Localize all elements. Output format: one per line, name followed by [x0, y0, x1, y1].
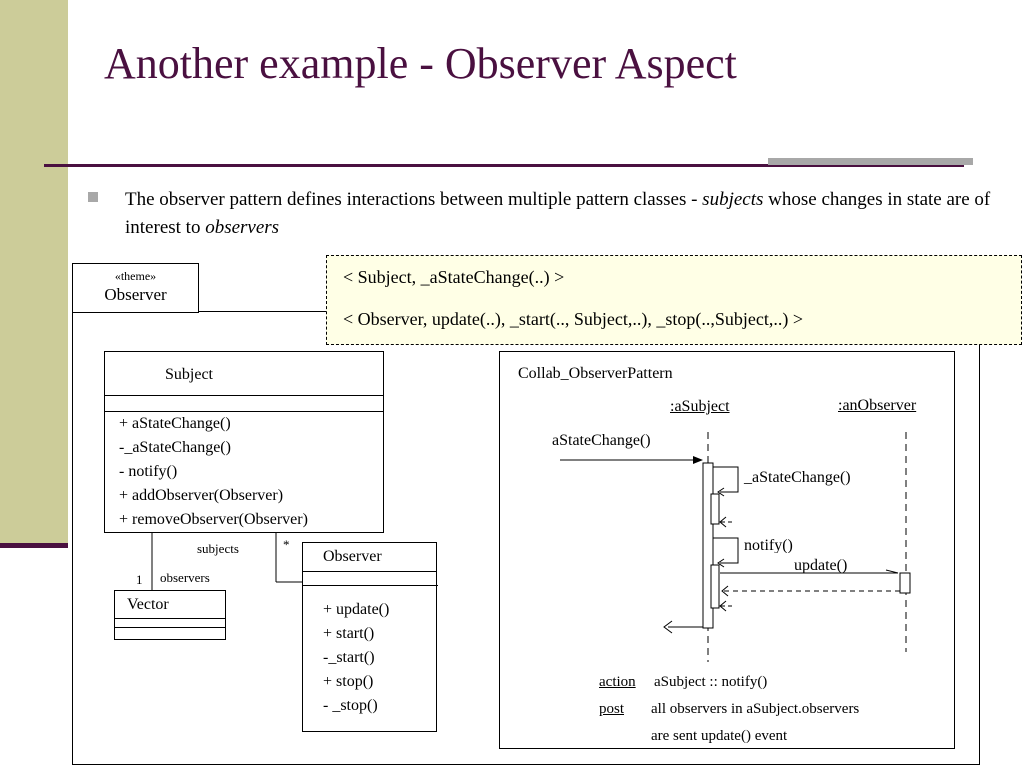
- observer-op: + update(): [323, 601, 390, 618]
- observer-op: - _stop(): [323, 697, 378, 714]
- post-label: post: [599, 701, 625, 717]
- action-label: action: [599, 674, 636, 690]
- subject-op: - notify(): [119, 463, 178, 480]
- observer-op: + start(): [323, 625, 375, 642]
- lifeline-anobserver: :anObserver: [838, 397, 917, 414]
- slide-sidebar: [0, 0, 68, 545]
- sidebar-divider: [0, 543, 68, 548]
- post-text-2: are sent update() event: [651, 728, 788, 744]
- assoc-multiplicity-star: *: [283, 537, 290, 552]
- assoc-subjects-label: subjects: [197, 541, 239, 556]
- binding-template-box: < Subject, _aStateChange(..) > < Observe…: [326, 255, 1022, 345]
- subject-divider-1: [105, 395, 383, 396]
- assoc-observers-label: observers: [160, 570, 210, 585]
- observer-operations: + update() + start() -_start() + stop() …: [323, 598, 389, 718]
- bullet-prefix: The observer pattern defines interaction…: [125, 189, 703, 210]
- subject-op: + removeObserver(Observer): [119, 511, 308, 528]
- observer-op: -_start(): [323, 649, 375, 666]
- binding-observer: < Observer, update(..), _start(.., Subje…: [343, 309, 803, 329]
- binding-subject: < Subject, _aStateChange(..) >: [343, 267, 565, 287]
- msg-update: update(): [794, 557, 848, 574]
- theme-name: Observer: [104, 285, 167, 304]
- bullet-text: The observer pattern defines interaction…: [125, 186, 995, 242]
- bullet-square-icon: [88, 192, 98, 202]
- bullet-em-observers: observers: [205, 217, 280, 238]
- msg-astatechange: aStateChange(): [552, 432, 651, 449]
- collab-observer-pattern-box: [499, 351, 955, 749]
- subject-divider-2: [105, 411, 383, 412]
- assoc-multiplicity-one: 1: [136, 572, 143, 587]
- collab-title: Collab_ObserverPattern: [518, 365, 673, 382]
- observer-class: Observer + update() + start() -_start() …: [302, 542, 438, 732]
- theme-package-tab: «theme» Observer: [72, 263, 199, 313]
- subject-operations: + aStateChange() -_aStateChange() - noti…: [119, 412, 308, 532]
- lifeline-asubject: :aSubject: [670, 398, 730, 415]
- msg-internal-astatechange: _aStateChange(): [744, 469, 851, 486]
- subject-op: + addObserver(Observer): [119, 487, 284, 504]
- bullet-em-subjects: subjects: [702, 189, 764, 210]
- observer-divider-2: [303, 585, 438, 586]
- theme-stereotype: «theme»: [114, 269, 157, 283]
- vector-divider-2: [115, 627, 225, 628]
- title-rule-accent: [768, 158, 973, 165]
- observer-class-name: Observer: [323, 548, 382, 565]
- vector-class-name: Vector: [127, 596, 169, 613]
- bullet-mid: whose changes in state are of interest t…: [125, 189, 991, 238]
- action-text: aSubject :: notify(): [654, 674, 768, 690]
- observer-op: + stop(): [323, 673, 374, 690]
- subject-class-name: Subject: [165, 366, 213, 383]
- slide-title: Another example - Observer Aspect: [104, 39, 737, 88]
- vector-class: Vector: [114, 590, 226, 640]
- msg-notify: notify(): [744, 537, 793, 553]
- subject-op: -_aStateChange(): [119, 439, 231, 456]
- title-rule: [44, 164, 964, 167]
- post-text-1: all observers in aSubject.observers: [651, 701, 860, 717]
- subject-class: Subject + aStateChange() -_aStateChange(…: [104, 351, 384, 533]
- vector-divider-1: [115, 618, 225, 619]
- subject-op: + aStateChange(): [119, 415, 231, 432]
- observer-divider-1: [303, 571, 436, 572]
